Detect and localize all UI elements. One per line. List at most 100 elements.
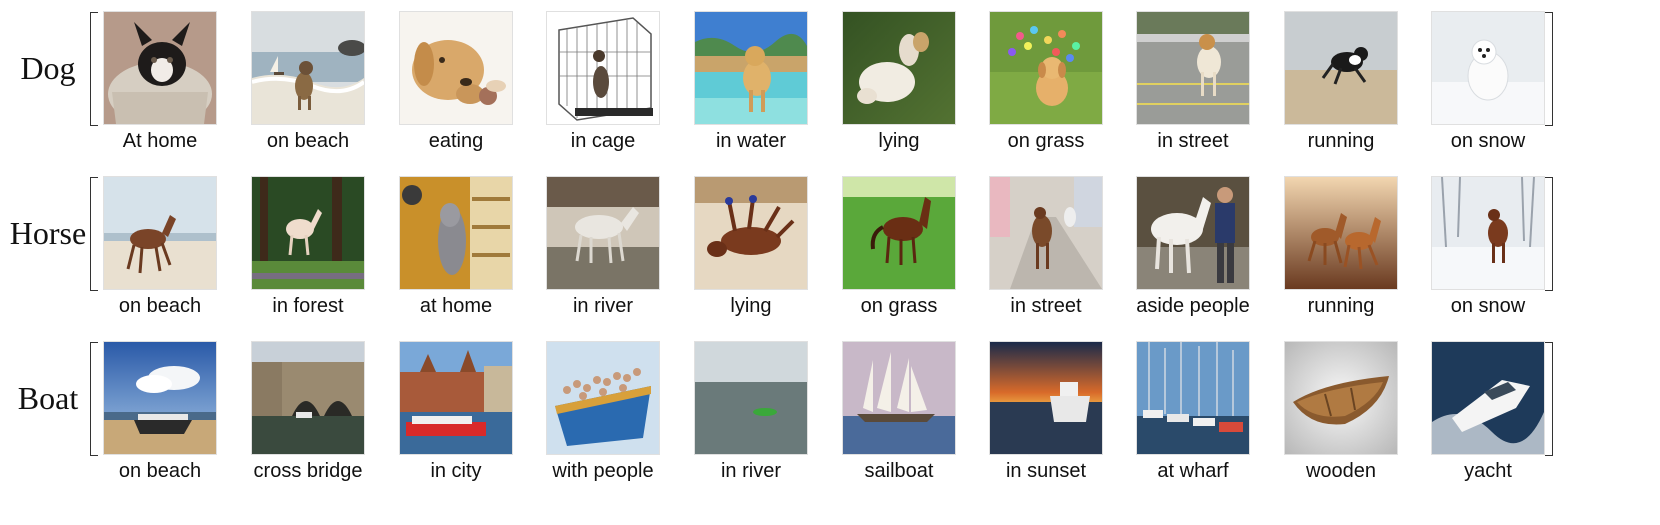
image-cell: on grass xyxy=(825,177,973,337)
boats-at-wharf-thumbnail xyxy=(1137,342,1249,454)
dog-lying-thumbnail xyxy=(843,12,955,124)
dog-on-cushion-thumbnail xyxy=(104,12,216,124)
dog-in-street-thumbnail xyxy=(1137,12,1249,124)
image-cell: on snow xyxy=(1414,12,1562,172)
dog-running-thumbnail xyxy=(1285,12,1397,124)
image-cell: in sunset xyxy=(972,342,1120,502)
image-caption: on beach xyxy=(118,460,202,482)
dog-on-beach-thumbnail xyxy=(252,12,364,124)
sailboat-thumbnail xyxy=(843,342,955,454)
row-boat: Boat on beach cross bridge in city with … xyxy=(0,342,1660,507)
image-caption: in city xyxy=(430,460,482,482)
image-cell: cross bridge xyxy=(234,342,382,502)
image-cell: in forest xyxy=(234,177,382,337)
row-bracket-right xyxy=(1545,342,1553,456)
image-cell: eating xyxy=(382,12,530,172)
image-cell: running xyxy=(1267,177,1415,337)
dog-eating-thumbnail xyxy=(400,12,512,124)
row-bracket-left xyxy=(90,12,98,126)
image-caption: on snow xyxy=(1450,295,1526,317)
image-caption: with people xyxy=(552,460,654,482)
image-caption: wooden xyxy=(1305,460,1377,482)
row-label: Horse xyxy=(9,215,87,251)
image-cell: on beach xyxy=(86,342,234,502)
image-caption: at wharf xyxy=(1157,460,1229,482)
image-caption: in cage xyxy=(570,130,636,152)
image-caption: in street xyxy=(1157,130,1229,152)
image-caption: yacht xyxy=(1464,460,1512,482)
image-cell: on beach xyxy=(234,12,382,172)
row-bracket-right xyxy=(1545,177,1553,291)
image-cell: in river xyxy=(529,177,677,337)
image-cell: running xyxy=(1267,12,1415,172)
horses-running-thumbnail xyxy=(1285,177,1397,289)
row-bracket-right xyxy=(1545,12,1553,126)
boat-in-city-thumbnail xyxy=(400,342,512,454)
row-label: Boat xyxy=(17,380,79,416)
dog-on-snow-thumbnail xyxy=(1432,12,1544,124)
image-caption: on beach xyxy=(118,295,202,317)
image-cell: at wharf xyxy=(1119,342,1267,502)
image-cell: lying xyxy=(677,177,825,337)
image-cell: in street xyxy=(972,177,1120,337)
image-cell: at home xyxy=(382,177,530,337)
horse-in-river-thumbnail xyxy=(547,177,659,289)
image-caption: on grass xyxy=(860,295,938,317)
image-cell: on beach xyxy=(86,177,234,337)
horse-on-grass-thumbnail xyxy=(843,177,955,289)
horse-on-beach-thumbnail xyxy=(104,177,216,289)
image-cell: in street xyxy=(1119,12,1267,172)
image-caption: at home xyxy=(419,295,493,317)
image-caption: in river xyxy=(720,460,781,482)
image-caption: lying xyxy=(878,130,920,152)
dog-in-water-thumbnail xyxy=(695,12,807,124)
image-cell: yacht xyxy=(1414,342,1562,502)
image-cell: on snow xyxy=(1414,177,1562,337)
image-caption: on beach xyxy=(266,130,350,152)
boat-on-beach-thumbnail xyxy=(104,342,216,454)
dog-on-grass-thumbnail xyxy=(990,12,1102,124)
row-bracket-left xyxy=(90,342,98,456)
image-cell: on grass xyxy=(972,12,1120,172)
image-caption: eating xyxy=(428,130,484,152)
boat-in-sunset-thumbnail xyxy=(990,342,1102,454)
image-caption: in sunset xyxy=(1005,460,1087,482)
image-caption: on snow xyxy=(1450,130,1526,152)
horse-in-street-thumbnail xyxy=(990,177,1102,289)
image-cell: lying xyxy=(825,12,973,172)
image-cell: wooden xyxy=(1267,342,1415,502)
image-caption: in street xyxy=(1010,295,1082,317)
image-caption: running xyxy=(1307,295,1375,317)
wooden-boat-thumbnail xyxy=(1285,342,1397,454)
image-caption: aside people xyxy=(1136,295,1250,317)
row-bracket-left xyxy=(90,177,98,291)
image-caption: in forest xyxy=(272,295,344,317)
horse-on-snow-thumbnail xyxy=(1432,177,1544,289)
yacht-thumbnail xyxy=(1432,342,1544,454)
boat-with-people-thumbnail xyxy=(547,342,659,454)
image-caption: in river xyxy=(572,295,633,317)
image-caption: cross bridge xyxy=(253,460,363,482)
image-caption: sailboat xyxy=(864,460,934,482)
image-cell: in city xyxy=(382,342,530,502)
image-cell: in water xyxy=(677,12,825,172)
row-horse: Horse on beach in forest at home in rive… xyxy=(0,177,1660,342)
dog-in-cage-thumbnail xyxy=(547,12,659,124)
image-caption: lying xyxy=(730,295,772,317)
horse-at-home-thumbnail xyxy=(400,177,512,289)
image-cell: in cage xyxy=(529,12,677,172)
image-cell: in river xyxy=(677,342,825,502)
horse-with-person-thumbnail xyxy=(1137,177,1249,289)
row-label: Dog xyxy=(20,50,76,86)
image-cell: sailboat xyxy=(825,342,973,502)
image-caption: on grass xyxy=(1007,130,1085,152)
horse-lying-thumbnail xyxy=(695,177,807,289)
image-cell: with people xyxy=(529,342,677,502)
horse-in-forest-thumbnail xyxy=(252,177,364,289)
image-cell: aside people xyxy=(1119,177,1267,337)
row-dog: Dog At home on beach eating in cage in w… xyxy=(0,12,1660,177)
image-caption: running xyxy=(1307,130,1375,152)
boat-in-river-thumbnail xyxy=(695,342,807,454)
boat-under-bridge-thumbnail xyxy=(252,342,364,454)
image-caption: in water xyxy=(715,130,787,152)
